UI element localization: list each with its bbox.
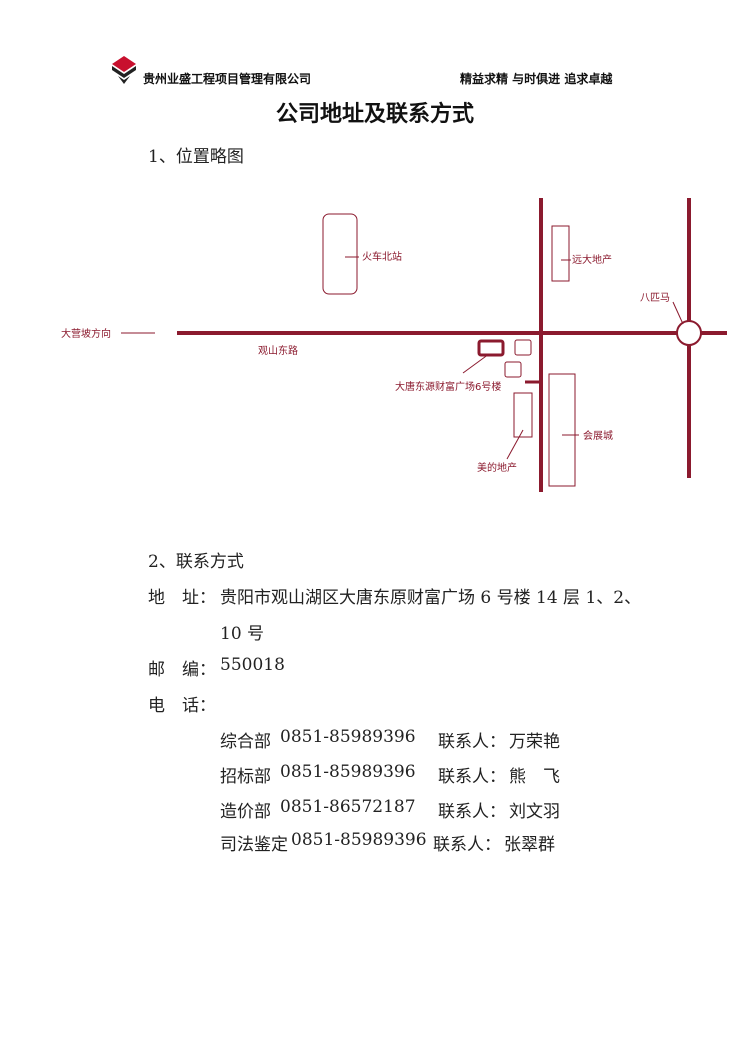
- phone-row-person-label: 联系人：: [438, 802, 506, 822]
- phone-row-dept: 招标部: [220, 767, 271, 787]
- company-logo: [112, 56, 136, 84]
- company-slogan: 精益求精 与时俱进 追求卓越: [460, 72, 613, 86]
- postcode-value: 550018: [220, 655, 285, 675]
- building-yuanda: [551, 225, 570, 282]
- building-midea: [513, 392, 533, 438]
- company-name: 贵州业盛工程项目管理有限公司: [143, 72, 312, 86]
- phone-row-person-label: 联系人：: [438, 767, 506, 787]
- label-train-north: 火车北站: [362, 250, 402, 263]
- label-guanshan: 观山东路: [258, 344, 298, 357]
- phone-row-person: 熊 飞: [509, 767, 560, 787]
- phone-row-dept: 综合部: [220, 732, 271, 752]
- building-small-2: [504, 361, 522, 378]
- roundabout-bapima: [676, 320, 702, 346]
- phone-row-dept: 司法鉴定: [220, 835, 288, 855]
- phone-row-person-label: 联系人：: [433, 835, 501, 855]
- page-title: 公司地址及联系方式: [275, 101, 474, 127]
- phone-row-person: 刘文羽: [509, 802, 560, 822]
- address-label: 地 址：: [148, 588, 216, 608]
- label-datang: 大唐东源财富广场6号楼: [395, 380, 501, 393]
- section-heading-contact: 2、联系方式: [148, 552, 244, 572]
- label-expo: 会展城: [583, 429, 613, 442]
- header-divider: [112, 88, 642, 89]
- location-map: 火车北站 远大地产 八匹马 大营坡方向 观山东路 大唐东源财富广场6号楼 会展城…: [55, 190, 735, 504]
- label-daying: 大营坡方向: [61, 327, 111, 340]
- phone-row-number: 0851-85989396: [280, 762, 416, 782]
- phone-row-person: 万荣艳: [509, 732, 560, 752]
- phone-row-person-label: 联系人：: [438, 732, 506, 752]
- label-midea: 美的地产: [477, 461, 517, 474]
- label-yuanda: 远大地产: [572, 253, 612, 266]
- building-expo: [548, 373, 576, 487]
- phone-row-number: 0851-85989396: [280, 727, 416, 747]
- phone-row-dept: 造价部: [220, 802, 271, 822]
- building-small-1: [514, 339, 532, 356]
- address-line-1: 贵阳市观山湖区大唐东原财富广场 6 号楼 14 层 1、2、: [220, 588, 642, 608]
- address-line-2: 10 号: [220, 624, 265, 644]
- label-bapima: 八匹马: [640, 292, 670, 304]
- building-train-north: [322, 213, 358, 295]
- section-heading-map: 1、位置略图: [148, 147, 244, 167]
- phone-row-number: 0851-86572187: [280, 797, 416, 817]
- postcode-label: 邮 编：: [148, 660, 216, 680]
- building-datang-highlight: [477, 339, 505, 357]
- phone-row-person: 张翠群: [504, 835, 555, 855]
- phone-label: 电 话：: [148, 696, 216, 716]
- phone-row-number: 0851-85989396: [291, 830, 427, 850]
